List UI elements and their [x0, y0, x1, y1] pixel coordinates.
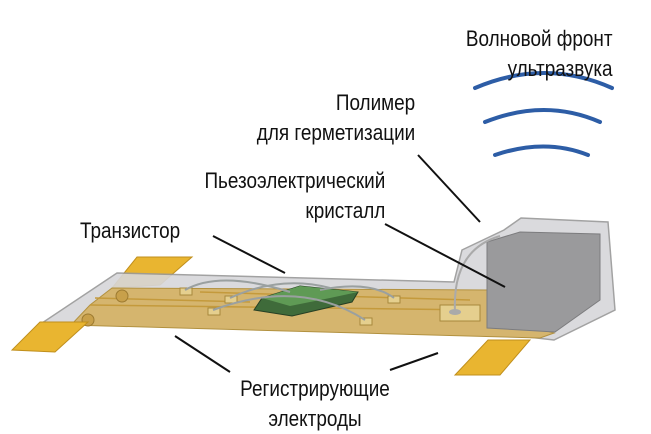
piezo-crystal [486, 231, 601, 333]
pad [115, 289, 129, 303]
wave-arc-2 [483, 108, 602, 124]
leader-line-transistor [212, 235, 286, 274]
label-line: ультразвука [508, 56, 613, 81]
pad [224, 295, 238, 304]
label-line: Пьезоэлектрический [204, 168, 385, 193]
bond-wire [184, 279, 395, 321]
leader-line-crystal [384, 223, 506, 288]
wave-arc-1 [473, 71, 614, 90]
crystal-wire [453, 235, 501, 313]
label-transistor: Транзистор [80, 218, 181, 243]
label-wavefront: Волновой фронт ультразвука [466, 24, 613, 84]
label-line: Волновой фронт [466, 26, 613, 51]
electrode-lower-right [453, 339, 532, 376]
label-line: электроды [268, 406, 362, 431]
label-line: Регистрирующие [240, 376, 390, 401]
pad [387, 295, 401, 304]
leader-line-electrode-left [174, 335, 231, 373]
wave-arc-3 [493, 144, 590, 157]
label-line: для герметизации [256, 120, 415, 145]
pad [179, 287, 193, 296]
crystal-contact [449, 309, 461, 315]
label-polymer: Полимер для герметизации [257, 88, 415, 148]
label-crystal: Пьезоэлектрический кристалл [204, 166, 385, 226]
leader-line-polymer [417, 154, 481, 223]
label-electrodes: Регистрирующие электроды [229, 374, 401, 434]
label-line: Полимер [335, 90, 415, 115]
pad [359, 317, 373, 326]
electrode-lower-left [10, 321, 90, 353]
pad [207, 307, 221, 316]
label-line: кристалл [305, 198, 385, 223]
leader-line-electrode-right [389, 352, 439, 371]
